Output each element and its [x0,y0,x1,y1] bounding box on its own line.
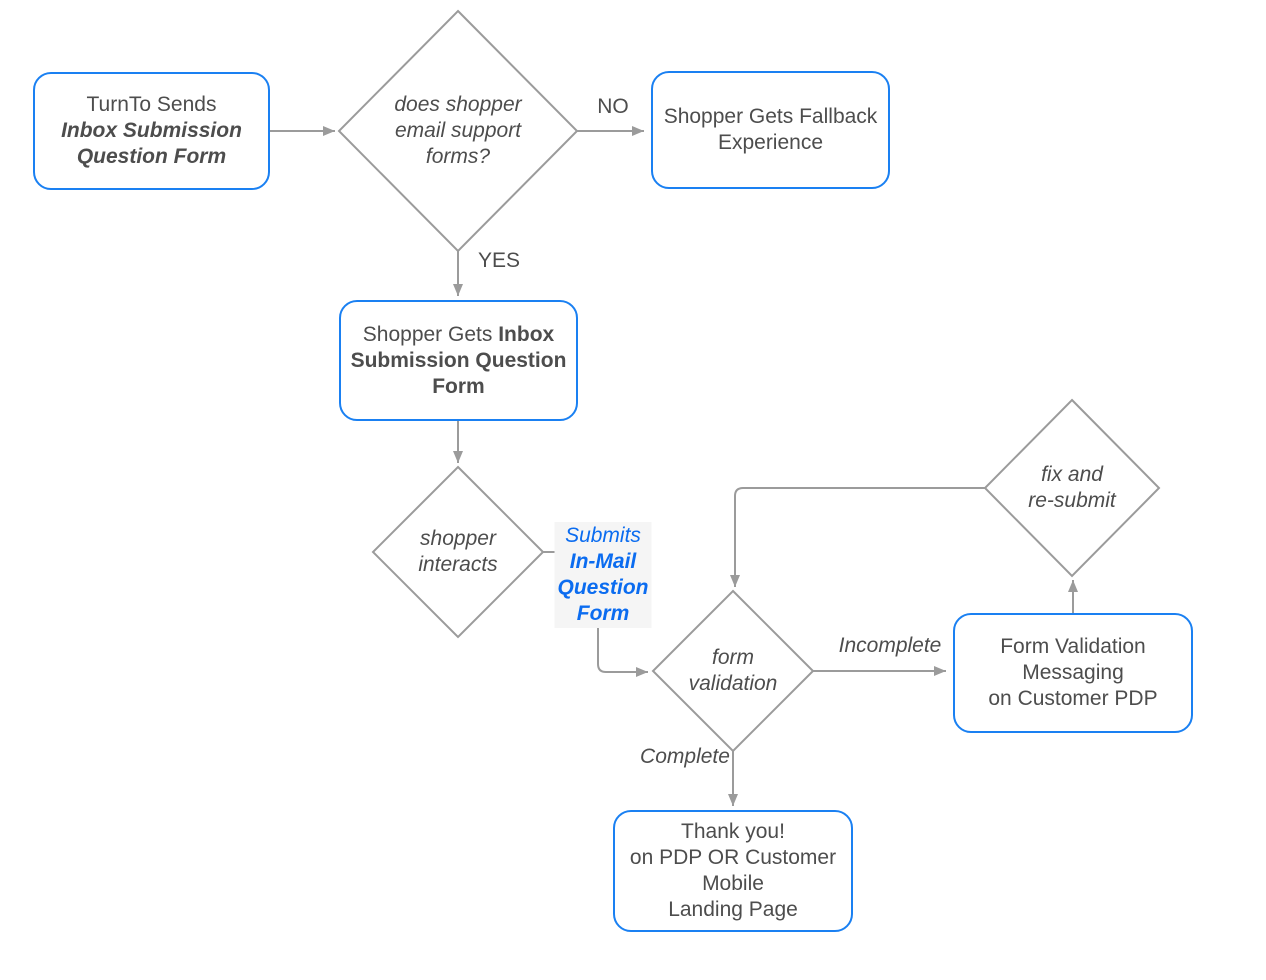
edge-label-complete: Complete [640,745,730,768]
node-thank-you: Thank you! on PDP OR Customer Mobile Lan… [613,810,853,932]
decision-form-validation-shape [651,589,815,753]
node-turnto-sends-line1: TurnTo Sends [86,93,217,116]
node-validation-messaging: Form Validation Messaging on Customer PD… [953,613,1193,733]
node-thank-you-label: Thank you! on PDP OR Customer Mobile Lan… [629,820,837,921]
node-gets-inbox-form-prefix: Shopper Gets [362,322,499,346]
node-validation-messaging-label: Form Validation Messaging on Customer PD… [988,635,1158,710]
node-gets-inbox-form: Shopper Gets Inbox Submission Question F… [339,300,578,421]
edge-label-no: NO [597,95,629,118]
decision-email-support-shape [337,9,579,253]
edge-label-yes: YES [477,249,521,272]
edge-label-submits-bold: In-Mail Question Form [557,550,649,625]
edge-label-submits-in-mail: Submits In-Mail Question Form [554,522,652,628]
node-turnto-sends: TurnTo Sends Inbox Submission Question F… [33,72,270,190]
edge-label-submits-plain: Submits [565,524,641,547]
node-turnto-sends-line2: Inbox Submission Question Form [61,119,242,168]
node-fallback-experience-label: Shopper Gets Fallback Experience [663,105,878,154]
node-gets-inbox-form-bold: Inbox Submission Question Form [350,322,567,398]
node-fallback-experience: Shopper Gets Fallback Experience [651,71,890,189]
decision-fix-resubmit-shape [983,398,1161,578]
decision-shopper-interacts-shape [371,465,545,639]
edge-label-incomplete: Incomplete [838,634,942,657]
edge-fix-to-validation [730,487,985,587]
